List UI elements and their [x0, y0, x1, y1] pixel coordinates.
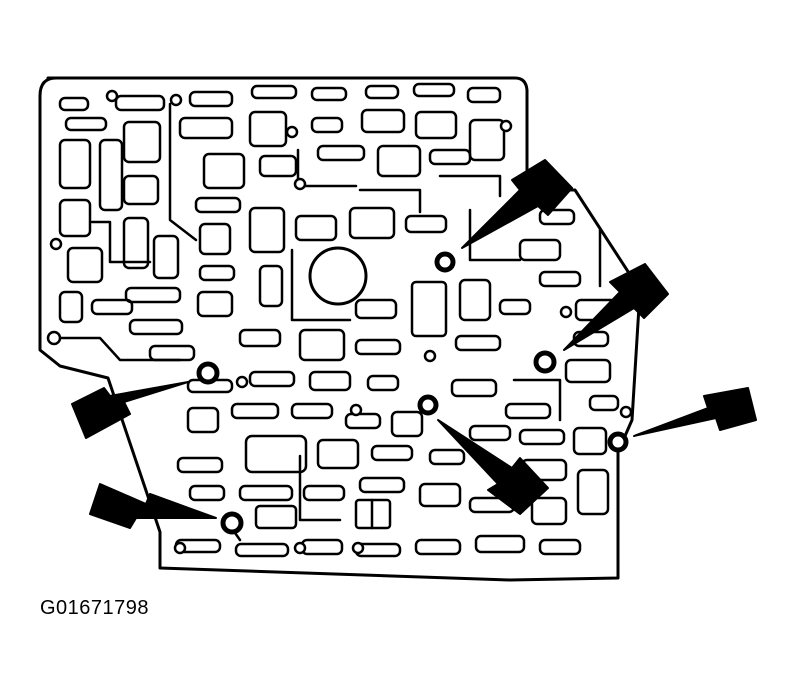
check-ball-seat	[220, 511, 244, 535]
check-ball-seat	[533, 350, 557, 374]
check-ball-seat	[196, 361, 220, 385]
arrow-icon	[461, 159, 573, 249]
check-ball-locations	[196, 251, 629, 535]
arrow-icon	[563, 263, 669, 351]
figure-id-label: G01671798	[40, 597, 150, 619]
check-ball-seat	[607, 431, 629, 453]
callout-arrows	[71, 159, 757, 529]
arrow-icon	[71, 381, 189, 439]
check-ball-seat	[417, 394, 439, 416]
central-bore	[308, 246, 368, 306]
arrow-icon	[437, 419, 549, 515]
arrow-icon	[633, 387, 757, 437]
fluid-passages	[58, 82, 620, 558]
plain-holes	[46, 89, 633, 555]
check-ball-seat	[434, 251, 456, 273]
arrow-icon	[89, 483, 217, 529]
